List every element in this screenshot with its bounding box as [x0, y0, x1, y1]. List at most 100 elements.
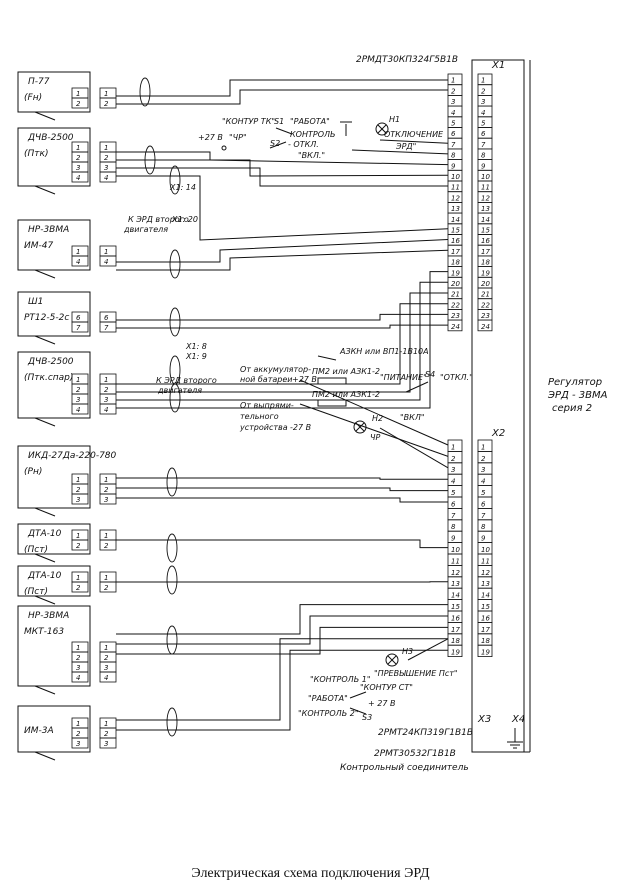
x1-pin-b-label: 16 [481, 237, 490, 245]
wire-14 [116, 271, 448, 409]
label-s3: S3 [362, 713, 372, 722]
terminal-pin-label: 3 [104, 740, 108, 748]
label-h1: Н1 [389, 115, 400, 124]
terminal-pin-label: 2 [104, 730, 109, 738]
device-pin-label: 1 [76, 476, 80, 484]
x2-part-label: 2РМТ24КП319Г1В1В [378, 728, 473, 738]
label-ot-vypr3: устройства [239, 423, 288, 432]
wire-16 [116, 487, 448, 492]
x2-pin-b-label: 6 [481, 500, 486, 508]
x1-pin-b-label: 3 [481, 98, 485, 106]
device-ground [34, 751, 56, 761]
label-k-erd-2: К ЭРД второго [156, 376, 217, 385]
device-pin-label: 1 [76, 90, 80, 98]
terminal-pin-label: 1 [104, 476, 108, 484]
device-title: НР-3ВМА [28, 611, 69, 621]
device-subtitle: (Пст) [24, 545, 48, 555]
device-pin-label: 2 [76, 730, 81, 738]
x2-pin-b-label: 12 [481, 569, 490, 577]
wire-17 [116, 497, 448, 503]
label-vkl2: "ВКЛ" [400, 413, 425, 422]
x1-pin-a-label: 9 [451, 162, 456, 170]
regulator-outline [471, 59, 525, 753]
label-27v-4: + 27 В [368, 699, 395, 708]
wire-28 [299, 403, 449, 457]
label-x1-20: X1: 20 [171, 215, 198, 224]
label-s4: S4 [425, 370, 435, 379]
wire-12 [116, 292, 448, 393]
device-pin [71, 171, 89, 183]
x1-pin-b-label: 9 [481, 162, 486, 170]
x1-pin-a-label: 20 [451, 280, 460, 288]
device-pin-label: 1 [76, 248, 80, 256]
device-title: НР-3ВМА [28, 225, 69, 235]
device-pin-label: 3 [76, 396, 80, 404]
x2-pin-a-label: 7 [451, 512, 456, 520]
x2-pin-a-label: 13 [451, 580, 460, 588]
x1-pin-a-label: 3 [451, 98, 455, 106]
terminal-pin-label: 4 [104, 258, 108, 266]
x1-part-label: 2РМДТ30КП324Г5В1В [356, 55, 458, 65]
x2-pin-b-label: 18 [481, 637, 490, 645]
x2-pin-b-label: 9 [481, 535, 486, 543]
x2-pin-a-label: 16 [451, 614, 460, 622]
x1-pin-a-label: 21 [451, 291, 460, 299]
x2-pin-b-label: 4 [481, 478, 485, 486]
label-ot-akk2: ной батареи [240, 375, 292, 384]
x2-pin-b-label: 5 [481, 489, 486, 497]
label-27v-1: +27 В [198, 133, 223, 142]
device-subtitle: ИМ-3А [24, 726, 54, 736]
cable-shield-5 [169, 307, 181, 337]
lamp-h2 [353, 420, 367, 434]
x1-pin-b-label: 11 [481, 184, 490, 192]
device-pin-label: 2 [76, 386, 81, 394]
x2-pin-a-label: 14 [451, 592, 460, 600]
terminal-pin-label: 1 [104, 574, 108, 582]
x2-pin-b-label: 14 [481, 592, 490, 600]
terminal-pin-label: 2 [104, 486, 109, 494]
x3-label: X3 [477, 714, 491, 725]
x1-pin-a-label: 23 [451, 312, 460, 320]
regulator-title: Регулятор [548, 377, 602, 388]
device-pin [71, 581, 89, 593]
device-pin-label: 2 [76, 100, 81, 108]
x1-pin-b-label: 7 [481, 141, 486, 149]
x2-pin-b-label: 3 [481, 466, 485, 474]
x2-pin-a-label: 17 [451, 626, 460, 634]
label-azkn: АЗКН или ВП1-1В10А [339, 347, 429, 356]
terminal-pin-label: 2 [104, 386, 109, 394]
x1-pin-b-label: 18 [481, 259, 490, 267]
device-pin-label: 1 [76, 644, 80, 652]
device-ground [34, 335, 56, 345]
x1-pin-b-label: 12 [481, 194, 490, 202]
device-pin-label: 3 [76, 664, 80, 672]
terminal-pin [99, 581, 117, 593]
device-pin-label: 1 [76, 376, 80, 384]
device-pin-label: 1 [76, 532, 80, 540]
terminal-pin-label: 6 [104, 314, 109, 322]
device-pin [71, 671, 89, 683]
x2-pin-a-label: 19 [451, 649, 460, 657]
ground-symbol-x4 [507, 728, 523, 749]
device-pin [71, 255, 89, 267]
fuse-2 [317, 399, 347, 407]
device-ground [34, 685, 56, 695]
terminal-pin-label: 2 [104, 542, 109, 550]
label-vkl: "ВКЛ." [298, 151, 325, 160]
terminal-pin-label: 1 [104, 376, 108, 384]
wire-1 [116, 79, 448, 97]
x1-pin-b-label: 23 [481, 312, 490, 320]
label-otkl: - ОТКЛ. [288, 140, 319, 149]
terminal-pin-label: 3 [104, 664, 108, 672]
x1-pin-b-label: 5 [481, 120, 486, 128]
x1-pin-b-label: 2 [481, 87, 486, 95]
label-k-erd-2b: двигателя [157, 386, 202, 395]
x1-pin-a-label: 10 [451, 173, 460, 181]
device-subtitle: (Птк.спар) [24, 373, 73, 383]
label-ot-vypr2: тельного [240, 412, 279, 421]
